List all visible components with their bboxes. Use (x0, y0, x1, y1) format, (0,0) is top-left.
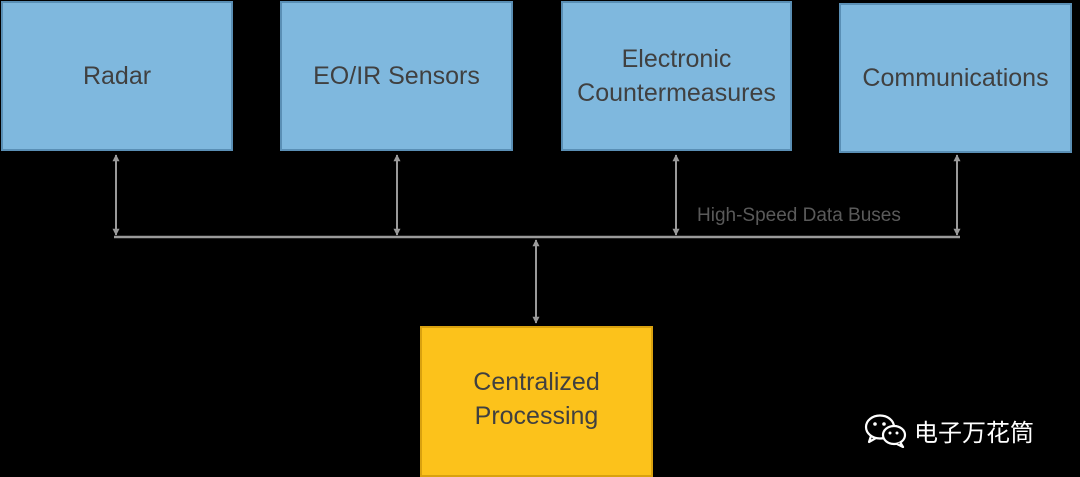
radar-box: Radar (1, 1, 233, 151)
communications-box: Communications (839, 3, 1072, 153)
watermark-text: 电子万花筒 (914, 418, 1034, 447)
watermark: 电子万花筒 (864, 412, 1064, 448)
eoir-sensors-box: EO/IR Sensors (280, 1, 513, 151)
electronic-countermeasures-box: Electronic Countermeasures (561, 1, 792, 151)
bus-label: High-Speed Data Buses (697, 205, 901, 226)
wechat-icon (864, 414, 907, 448)
centralized-processing-box: Centralized Processing (420, 326, 653, 477)
